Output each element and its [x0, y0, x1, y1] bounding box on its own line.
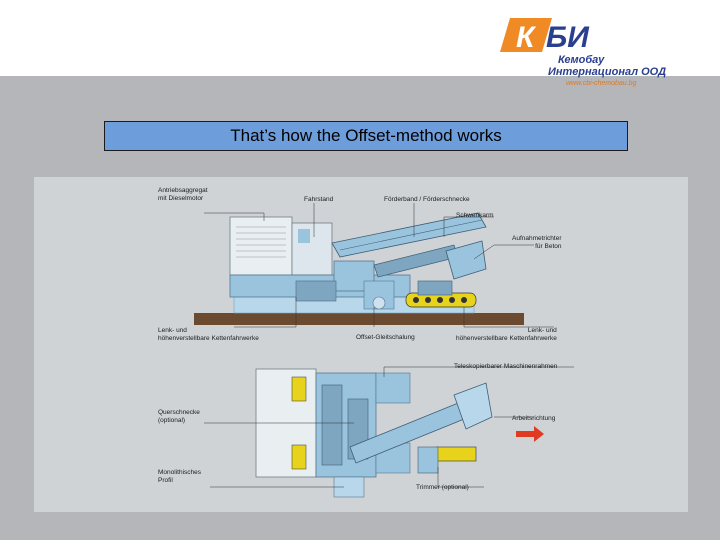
- drive-unit: [229, 216, 293, 276]
- label-monolithic-profile: Monolithisches Profil: [158, 469, 201, 484]
- label-swivel-arm: Schwenkarm: [456, 212, 494, 219]
- label-cross-auger: Querschnecke (optional): [158, 409, 200, 424]
- label-telescopic-frame: Teleskopierbarer Maschinenrahmen: [454, 363, 558, 370]
- conveyor-auger: [331, 212, 487, 258]
- label-trimmer: Trimmer (optional): [416, 484, 469, 491]
- slide-title: That’s how the Offset-method works: [230, 126, 502, 145]
- machine-diagram-svg: [194, 203, 574, 498]
- label-work-direction: Arbeitsrichtung: [512, 415, 556, 422]
- swivel-arm: [373, 244, 459, 278]
- side-view-illustration: [194, 212, 524, 325]
- label-conveyor: Förderband / Förderschnecke: [384, 196, 470, 203]
- logo-line-1: Кемобау: [558, 54, 605, 66]
- label-tracks-right: Lenk- und höhenverstellbare Kettenfahrwe…: [456, 327, 557, 342]
- logo-letter-k: К: [516, 21, 537, 54]
- machine-diagram: Antriebsaggregat mit Dieselmotor Fahrsta…: [34, 177, 688, 512]
- logo-line-2: Интернационал ООД: [548, 66, 667, 78]
- work-direction-arrow: [516, 426, 544, 442]
- logo-letters-bi: БИ: [546, 21, 590, 54]
- logo-mark: К БИ: [500, 18, 590, 54]
- logo-url: www.cbi-chemobau.bg: [566, 80, 637, 87]
- company-logo: К БИ Кемобау Интернационал ООД www.cbi-c…: [500, 16, 692, 92]
- label-hopper: Aufnahmetrichter für Beton: [512, 235, 562, 250]
- slide-title-bar: That’s how the Offset-method works: [104, 121, 628, 151]
- header-area: [0, 0, 720, 76]
- label-operator-stand: Fahrstand: [304, 196, 334, 203]
- trimmer: [435, 446, 477, 462]
- label-tracks-left: Lenk- und höhenverstellbare Kettenfahrwe…: [158, 327, 259, 342]
- label-drive-unit: Antriebsaggregat mit Dieselmotor: [158, 187, 208, 202]
- ground-slab: [194, 313, 524, 325]
- concrete-hopper: [445, 240, 487, 280]
- top-view-illustration: [255, 368, 544, 498]
- label-offset-mould: Offset-Gleitschalung: [356, 334, 415, 341]
